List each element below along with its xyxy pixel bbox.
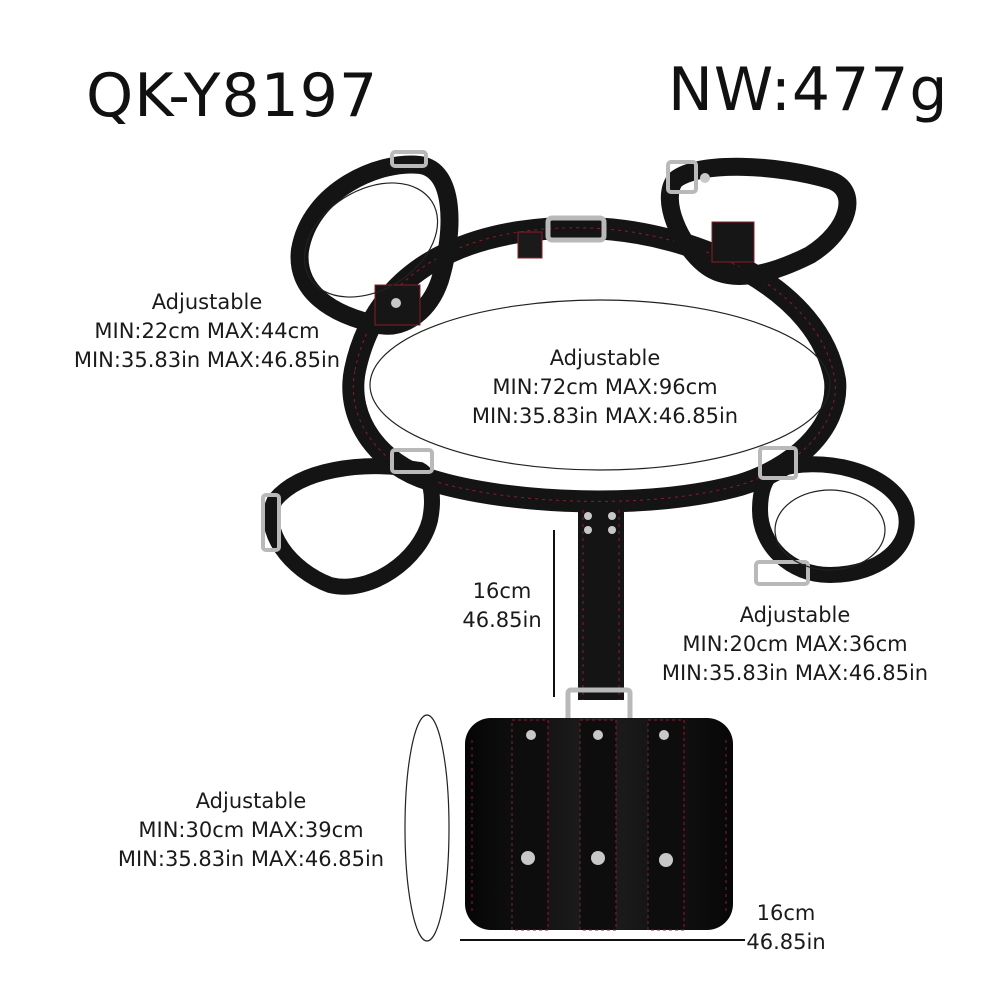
wrist-loop-left [261, 448, 440, 595]
thigh-left-title: Adjustable [151, 290, 263, 314]
strap-length-cm: 16cm [472, 579, 532, 603]
waist-label: Adjustable MIN:72cm MAX:96cm MIN:35.83in… [450, 344, 760, 431]
thigh-loop-right [660, 157, 857, 285]
wrist-loop-right [751, 446, 915, 586]
cuff-width-label: 16cm 46.85in [736, 899, 836, 957]
thigh-loop-outline [303, 182, 439, 298]
wrist-right-in: MIN:35.83in MAX:46.85in [661, 661, 929, 685]
waist-cm: MIN:72cm MAX:96cm [492, 375, 718, 399]
thigh-left-in: MIN:35.83in MAX:46.85in [73, 348, 341, 372]
cuff-outline [404, 714, 450, 942]
net-weight: NW:477g [668, 55, 949, 125]
waist-in: MIN:35.83in MAX:46.85in [471, 404, 739, 428]
cuff-width-cm: 16cm [756, 901, 816, 925]
wrist-loop-outline [774, 489, 886, 571]
model-number: QK-Y8197 [86, 61, 379, 131]
waist-outline [369, 299, 831, 471]
cuff-in: MIN:35.83in MAX:46.85in [117, 847, 385, 871]
waist-buckle [545, 215, 607, 243]
thigh-left-label: Adjustable MIN:22cm MAX:44cm MIN:35.83in… [52, 288, 362, 375]
arm-cuff [465, 718, 733, 931]
strap-length-label: 16cm 46.85in [452, 577, 552, 635]
thigh-left-cm: MIN:22cm MAX:44cm [94, 319, 320, 343]
waist-title: Adjustable [549, 346, 661, 370]
wrist-right-title: Adjustable [739, 603, 851, 627]
wrist-right-cm: MIN:20cm MAX:36cm [682, 632, 908, 656]
cuff-label: Adjustable MIN:30cm MAX:39cm MIN:35.83in… [96, 787, 406, 874]
vertical-strap [565, 505, 633, 727]
wrist-right-label: Adjustable MIN:20cm MAX:36cm MIN:35.83in… [640, 601, 950, 688]
cuff-cm: MIN:30cm MAX:39cm [138, 818, 364, 842]
thigh-loop-left [290, 150, 459, 335]
cuff-title: Adjustable [195, 789, 307, 813]
cuff-width-in: 46.85in [746, 930, 826, 954]
strap-length-in: 46.85in [462, 608, 542, 632]
